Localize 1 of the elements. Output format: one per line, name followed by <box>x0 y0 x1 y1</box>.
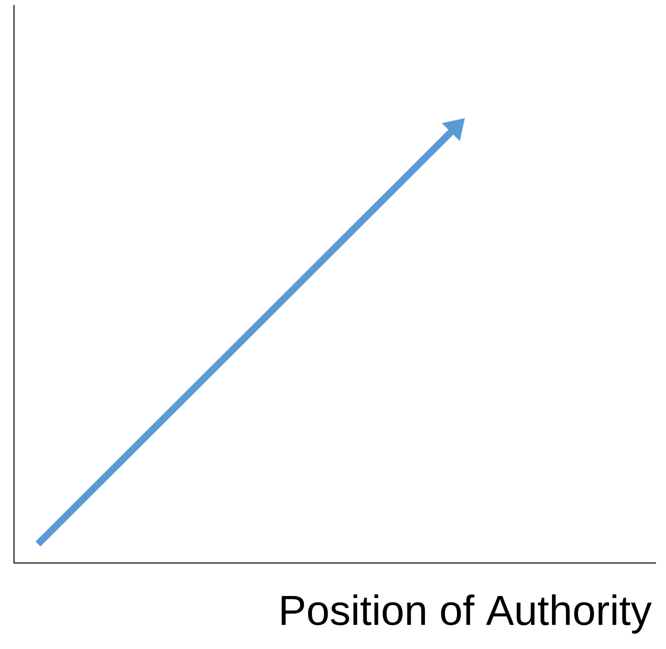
axis-label: Position of Authority <box>282 594 652 634</box>
